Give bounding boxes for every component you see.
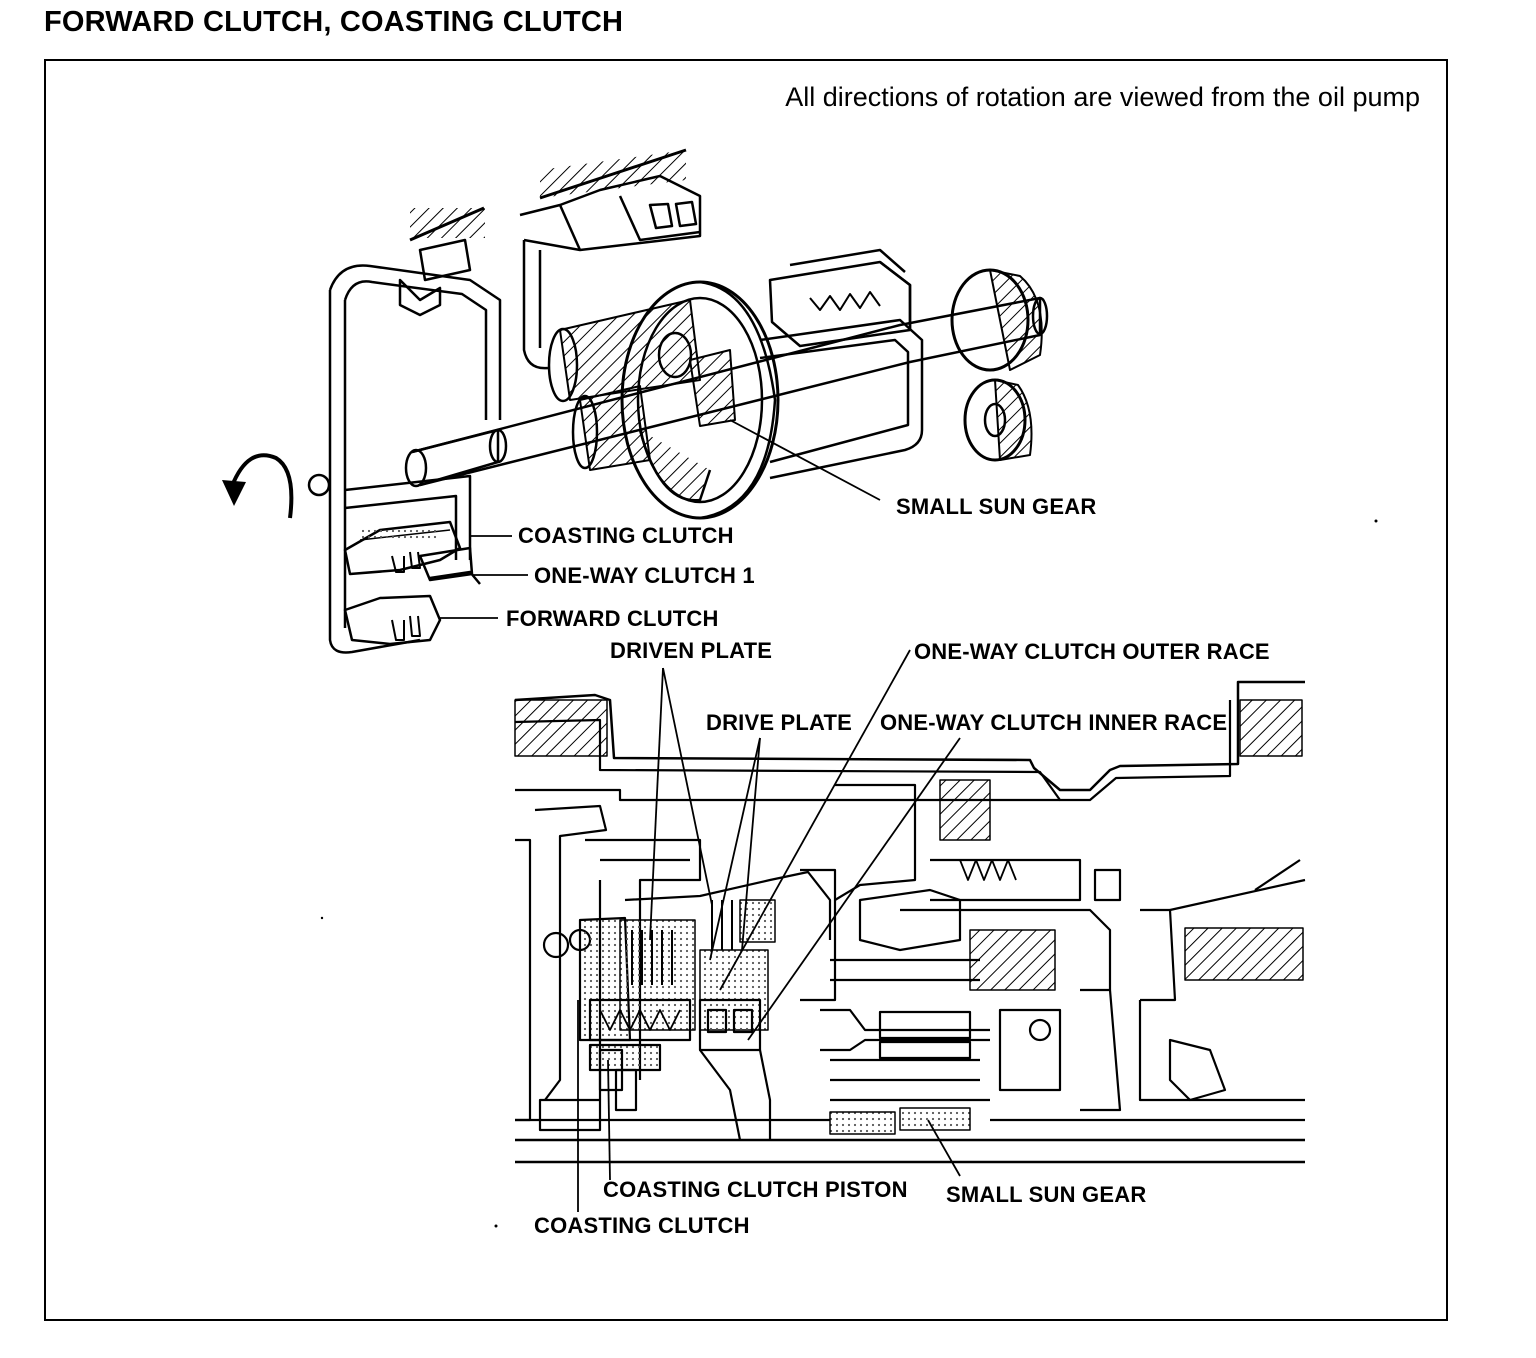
rotation-arrow-icon	[222, 453, 294, 519]
ground-hatch-left	[409, 206, 485, 242]
page-title: FORWARD CLUTCH, COASTING CLUTCH	[44, 6, 624, 38]
rotation-note: All directions of rotation are viewed fr…	[785, 82, 1420, 112]
ground-hatch-right	[539, 148, 687, 200]
lower-clutch-packs	[343, 520, 481, 646]
label-driven-plate: DRIVEN PLATE	[610, 638, 773, 663]
label-small-sun-gear-bottom: SMALL SUN GEAR	[946, 1182, 1147, 1207]
cross-section	[514, 649, 1306, 1212]
label-forward-clutch: FORWARD CLUTCH	[506, 606, 719, 631]
label-one-way-clutch-outer-race: ONE-WAY CLUTCH OUTER RACE	[914, 639, 1270, 664]
label-coasting-clutch-bottom: COASTING CLUTCH	[534, 1213, 750, 1238]
diagram-frame	[44, 59, 1448, 1321]
pinion-gears	[547, 299, 736, 471]
label-one-way-clutch-inner-race: ONE-WAY CLUTCH INNER RACE	[880, 710, 1228, 735]
label-small-sun-gear-top: SMALL SUN GEAR	[896, 494, 1097, 519]
label-coasting-clutch-piston: COASTING CLUTCH PISTON	[603, 1177, 908, 1202]
isometric-gearset	[307, 148, 1049, 654]
label-coasting-clutch-top: COASTING CLUTCH	[518, 523, 734, 548]
label-drive-plate: DRIVE PLATE	[706, 710, 853, 735]
label-one-way-clutch-1: ONE-WAY CLUTCH 1	[534, 563, 755, 588]
